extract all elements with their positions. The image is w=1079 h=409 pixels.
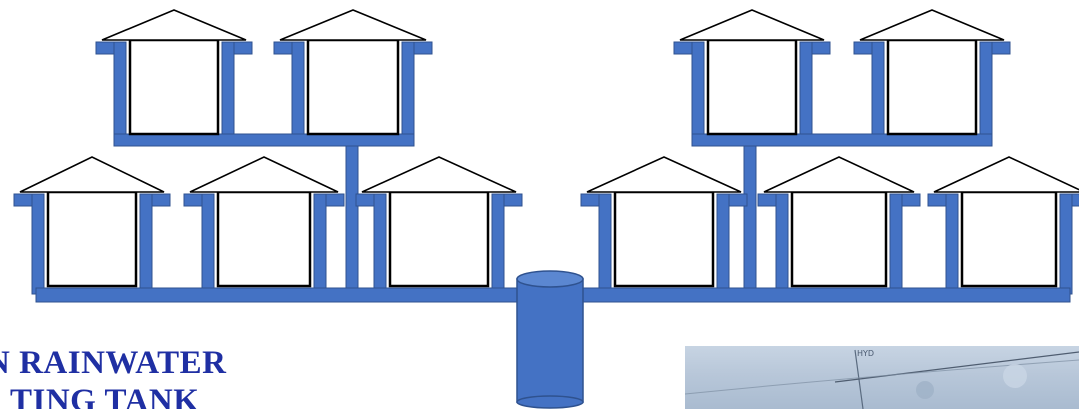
house-roof [679,9,825,41]
downpipe [313,193,327,295]
house-roof [361,156,517,193]
downpipe [945,193,959,295]
downpipe [979,41,993,143]
house-roof [933,156,1079,193]
house [189,156,339,288]
right-trunk-pipe [743,145,757,297]
house-body [46,190,138,288]
downpipe [799,41,813,143]
downpipe [401,41,415,143]
house-roof [19,156,165,193]
downpipe [31,193,45,295]
caption-title: N RAINWATER TING TANK [0,344,330,409]
tank-photo: HYD [685,346,1079,409]
tank-body [516,278,584,403]
downpipe [598,193,612,295]
house-roof [189,156,339,193]
tank-top [516,270,584,288]
house-body [306,38,400,136]
house-body [216,190,312,288]
downpipe [691,41,705,143]
tank-bottom [516,395,584,409]
storage-tank [516,270,584,409]
house [859,9,1005,136]
house [279,9,427,136]
house [933,156,1079,288]
left-trunk-pipe [345,145,359,297]
house-body [388,190,490,288]
house-roof [763,156,915,193]
house-body [790,190,888,288]
downpipe [889,193,903,295]
caption-line-2: TING TANK [10,383,200,409]
caption-line-1: N RAINWATER [0,345,227,381]
downpipe [113,41,127,143]
house-roof [101,9,247,41]
downpipe [491,193,505,295]
downpipe [373,193,387,295]
house-body [706,38,798,136]
house-body [886,38,978,136]
house-body [613,190,715,288]
house [101,9,247,136]
downpipe [871,41,885,143]
downpipe [221,41,235,143]
house-body [960,190,1058,288]
house-roof [279,9,427,41]
house [586,156,742,288]
downpipe [201,193,215,295]
photo-annotation: HYD [857,349,874,358]
house-body [128,38,220,136]
houses [19,9,1079,288]
downpipe [139,193,153,295]
downpipe [775,193,789,295]
house [763,156,915,288]
downpipe [291,41,305,143]
house-roof [859,9,1005,41]
upper-left-collector-pipe [113,133,415,147]
downpipe [716,193,730,295]
house-roof [586,156,742,193]
downpipe [1059,193,1073,295]
house [19,156,165,288]
house [679,9,825,136]
upper-right-collector-pipe [691,133,993,147]
house [361,156,517,288]
